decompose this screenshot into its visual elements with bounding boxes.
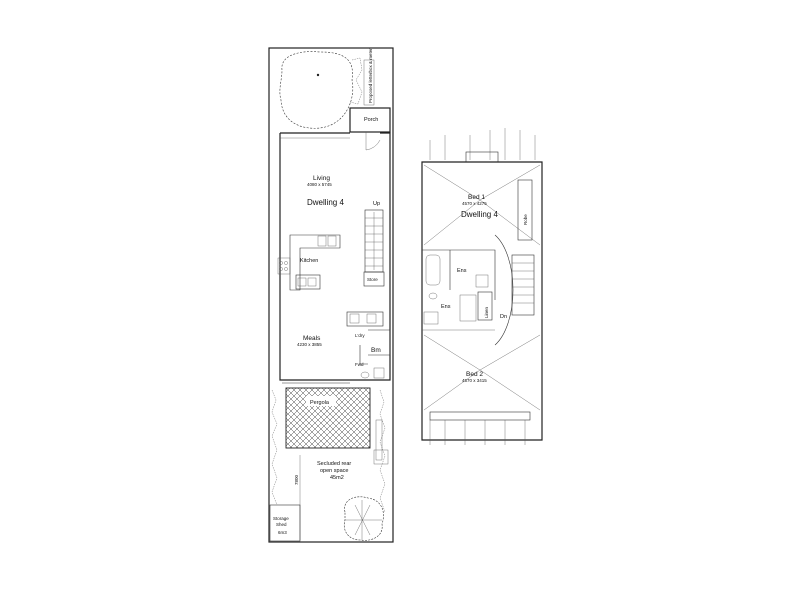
burner-icon (279, 267, 283, 271)
stair-void-curve (494, 234, 514, 346)
laundry-bench (346, 311, 384, 327)
kitchen-bench (289, 234, 341, 291)
porch-outline (349, 107, 391, 133)
burner-icon (284, 261, 288, 265)
ens2-basin (423, 311, 439, 325)
storage-shed-outline (269, 504, 301, 542)
living-label: Living (313, 175, 330, 182)
ground-floor-plan: Proposed letterbox & meter Porch Living … (268, 47, 394, 543)
store-outline (363, 271, 385, 287)
front-door-swing (365, 132, 381, 151)
bathtub-icon (425, 254, 441, 286)
pergola-label-bg (306, 396, 336, 406)
tree-trunk (316, 73, 320, 77)
bed2-ceiling-lines (422, 329, 541, 411)
rear-tree (343, 496, 384, 541)
open-space-line1: Secluded rear (317, 461, 351, 467)
fridge-space (317, 235, 327, 247)
first-floor-balcony (429, 128, 536, 160)
bed2-label: Bed 2 (466, 371, 483, 378)
ensuite-label: Ens (457, 268, 467, 274)
rear-window (429, 411, 531, 421)
toilet-icon (360, 371, 370, 379)
bed1-dims: 4570 x 4275 (462, 201, 487, 206)
linen-label: Linen (484, 306, 489, 318)
open-space-line3: 45m2 (330, 475, 344, 481)
pergola-label: Pergola (310, 400, 330, 406)
front-garden-tree (279, 51, 354, 129)
powder-wall (359, 345, 368, 365)
pantry-space (327, 235, 337, 247)
dwelling-label: Dwelling 4 (307, 198, 344, 207)
shed-line2: Shed (276, 522, 287, 527)
dwelling-walls (279, 132, 391, 381)
burner-icon (279, 261, 283, 265)
kitchen-label: Kitchen (300, 258, 318, 264)
water-tank (373, 449, 389, 465)
tree-branches (345, 500, 382, 540)
living-dims: 4080 x 5745 (307, 182, 332, 187)
ensuite-walls (422, 249, 496, 300)
meals-label: Meals (303, 335, 321, 342)
stair-down-label: Dn (500, 314, 507, 320)
letterbox-label: Proposed letterbox & meter (368, 48, 373, 103)
letterbox-box (363, 59, 375, 106)
meals-dims: 4230 x 3855 (297, 342, 322, 347)
side-garden-planting (271, 389, 278, 506)
first-floor-stair-treads (512, 262, 534, 304)
washing-machine (366, 313, 377, 324)
dimension-label: 7800 (294, 474, 299, 485)
shed-line3: 6m3 (278, 530, 287, 535)
robe-outline (517, 179, 533, 241)
shed-line1: Storage (273, 516, 289, 521)
first-floor-plan: Bed 1 4570 x 4275 Dwelling 4 Robe Ens En… (421, 128, 543, 445)
fwd-label: Fwd (355, 362, 364, 367)
linen-cupboard (477, 291, 493, 321)
ensuite-toilet-icon (428, 292, 438, 300)
burner-icon (284, 267, 288, 271)
bed1-ceiling-lines (423, 164, 541, 246)
bathroom-wall (368, 329, 391, 356)
bed2-dims: 4570 x 3415 (462, 378, 487, 383)
bathroom-label: Bm (371, 347, 381, 354)
side-garden-planting (379, 389, 386, 513)
ensuite-shower (475, 274, 489, 288)
basin-icon (373, 367, 385, 379)
stair-up-label: Up (373, 201, 380, 207)
porch-label: Porch (364, 117, 378, 123)
shrub-outline (349, 57, 363, 105)
robe-label: Robe (523, 214, 528, 225)
first-floor-stair (511, 254, 535, 316)
side-path (375, 419, 383, 461)
open-space-line2: open space (320, 468, 348, 474)
ensuite2-label: Ens (441, 304, 451, 310)
ground-floor-boundary (268, 47, 394, 543)
laundry-label: L'dry (355, 333, 365, 338)
kitchen-island (295, 274, 321, 290)
cooktop (277, 257, 291, 275)
laundry-tub (349, 313, 360, 324)
first-floor-walls (421, 161, 543, 441)
first-floor-dwelling-label: Dwelling 4 (461, 210, 498, 219)
sink-bowl (307, 277, 317, 287)
bed1-label: Bed 1 (468, 194, 485, 201)
rear-balcony (429, 420, 526, 445)
ens2-shower (459, 294, 477, 322)
window-box (465, 151, 499, 163)
store-label: Store (367, 277, 378, 282)
sink-bowl (297, 277, 307, 287)
